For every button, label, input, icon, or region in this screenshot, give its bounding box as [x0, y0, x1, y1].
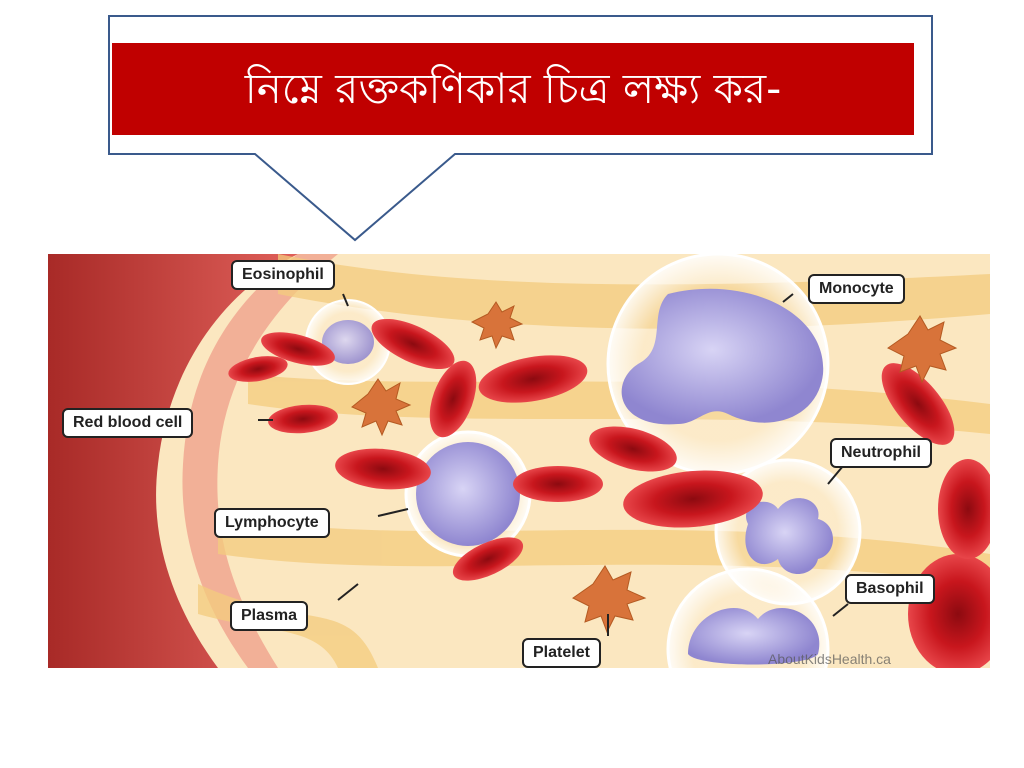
label-basophil: Basophil [845, 574, 935, 604]
label-platelet: Platelet [522, 638, 601, 668]
lymphocyte-cell [404, 430, 532, 558]
blood-vessel-illustration: AboutKidsHealth.ca [48, 252, 1008, 731]
monocyte-cell [606, 252, 830, 476]
platelets [351, 301, 958, 634]
title-bar-bg [112, 43, 914, 135]
title-callout [108, 15, 933, 242]
label-neutrophil: Neutrophil [830, 438, 932, 468]
label-eosinophil: Eosinophil [231, 260, 335, 290]
title-bar: নিম্নে রক্তকণিকার চিত্র লক্ষ্য কর- [112, 43, 914, 135]
label-red-blood-cell: Red blood cell [62, 408, 194, 438]
label-pointers [258, 293, 849, 636]
vessel-wall [48, 254, 298, 668]
label-monocyte: Monocyte [808, 274, 905, 304]
label-lymphocyte: Lymphocyte [214, 508, 330, 538]
blood-cells-diagram: AboutKidsHealth.ca Eosinophil Monocyte R… [48, 252, 1008, 731]
watermark: AboutKidsHealth.ca [768, 651, 891, 667]
red-blood-cells [228, 318, 1008, 674]
page-title: নিম্নে রক্তকণিকার চিত্র লক্ষ্য কর- [244, 64, 782, 113]
vessel-wall-inner [182, 254, 338, 668]
label-plasma: Plasma [230, 601, 309, 631]
